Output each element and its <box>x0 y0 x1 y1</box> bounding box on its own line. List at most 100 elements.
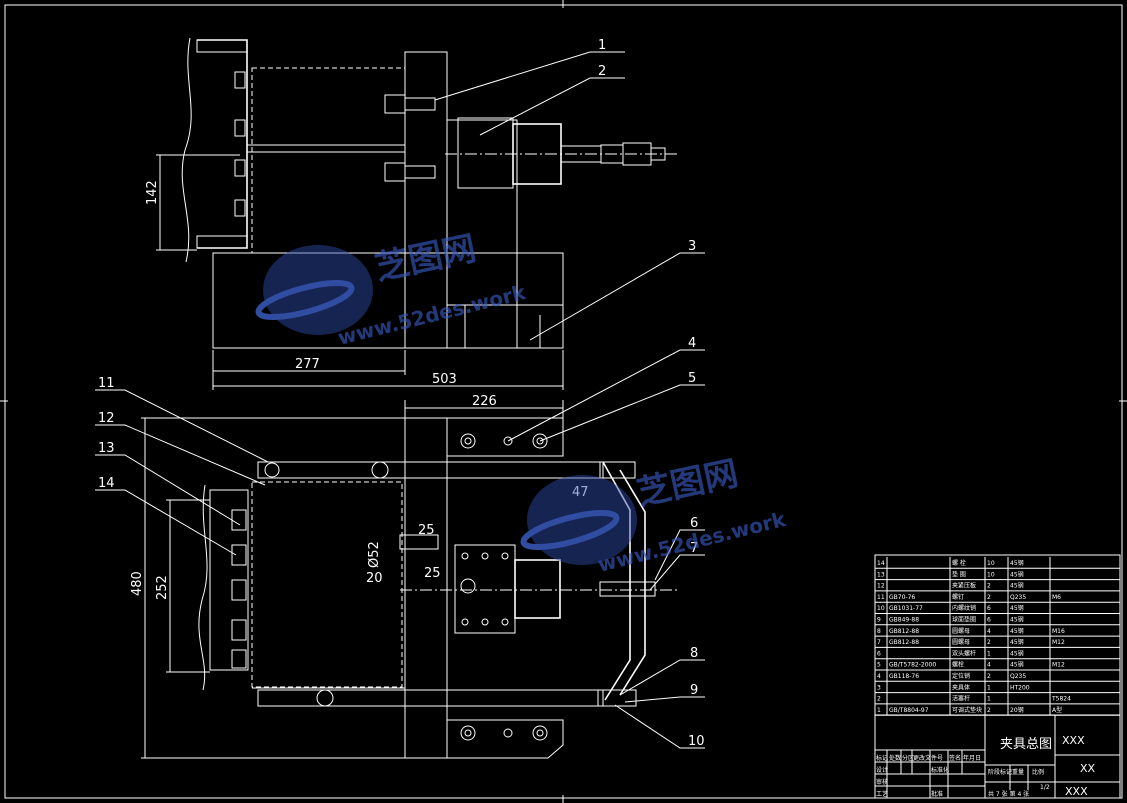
bom-cell-qty: 2 <box>987 639 991 646</box>
bom-cell-note: M16 <box>1052 628 1065 635</box>
bom-cell-qty: 10 <box>987 560 995 567</box>
bom-cell-name: 螺 栓 <box>952 559 966 567</box>
balloon-5: 5 <box>539 371 705 442</box>
role-review: 审核 <box>876 778 888 786</box>
bom-cell-name: 夹具体 <box>952 683 970 691</box>
weight-label: 重量 <box>1012 768 1024 776</box>
role-design: 设计 <box>876 766 888 774</box>
bom-cell-note: M6 <box>1052 594 1061 601</box>
bom-cell-qty: 2 <box>987 673 991 680</box>
svg-text:13: 13 <box>98 441 115 456</box>
bom-cell-material: 45钢 <box>1010 616 1024 624</box>
bom-cell-name: 圆螺母 <box>952 627 970 635</box>
bom-cell-note: M12 <box>1052 639 1065 646</box>
bom-cell-no: 13 <box>877 571 885 578</box>
svg-text:10: 10 <box>688 734 705 749</box>
balloon-6: 6 <box>654 516 705 581</box>
rev-label-doc: 更改文件号 <box>913 754 943 762</box>
bom-cell-no: 9 <box>877 617 881 624</box>
bom-cell-material: 45钢 <box>1010 661 1024 669</box>
bom-cell-qty: 2 <box>987 594 991 601</box>
rev-label-count: 处数 <box>889 754 901 762</box>
bom-cell-name: 夹紧压板 <box>952 582 976 590</box>
bom-cell-code: GB849-88 <box>889 617 919 624</box>
bom-cell-name: 双头螺杆 <box>952 649 976 657</box>
svg-text:6: 6 <box>690 516 698 531</box>
bom-cell-code: GB70-76 <box>889 594 915 601</box>
balloon-8: 8 <box>619 646 705 696</box>
dim-252: 252 <box>155 575 170 600</box>
drawing-code-top: XXX <box>1062 734 1085 747</box>
bom-cell-qty: 1 <box>987 696 991 703</box>
watermark-logo-1: 芝图网 www.52des.work <box>255 228 529 350</box>
bom-cell-no: 12 <box>877 583 885 590</box>
bom-cell-no: 3 <box>877 684 881 691</box>
bom-cell-qty: 2 <box>987 707 991 714</box>
bom-cell-note: T5824 <box>1051 696 1071 703</box>
bom-cell-material: 45钢 <box>1010 582 1024 590</box>
svg-text:7: 7 <box>690 541 698 556</box>
dim-phi52: Ø52 <box>367 541 382 568</box>
bom-cell-material: Q235 <box>1010 594 1026 601</box>
bom-cell-name: 垫 圈 <box>952 570 966 578</box>
bom-cell-name: 内螺纹销 <box>952 604 976 612</box>
dim-25a: 25 <box>418 523 435 538</box>
bom-cell-note: A型 <box>1052 706 1062 714</box>
dim-277: 277 <box>295 357 320 372</box>
bom-cell-name: 活塞杆 <box>952 695 970 703</box>
bom-cell-material: 45钢 <box>1010 638 1024 646</box>
bom-cell-no: 6 <box>877 650 881 657</box>
dim-503: 503 <box>432 372 457 387</box>
svg-text:5: 5 <box>688 371 696 386</box>
bom-cell-material: HT200 <box>1010 684 1030 691</box>
watermark-logo-2: 芝图网 www.52des.work <box>520 453 789 577</box>
svg-text:芝图网: 芝图网 <box>634 453 742 513</box>
front-view: 142 277 503 <box>145 37 680 390</box>
bom-cell-name: 可调式垫块 <box>952 706 982 714</box>
bom-cell-no: 14 <box>877 560 885 567</box>
bom-cell-qty: 6 <box>987 617 991 624</box>
bom-cell-material: 45钢 <box>1010 604 1024 612</box>
balloon-9: 9 <box>624 683 705 703</box>
svg-text:11: 11 <box>98 376 115 391</box>
balloon-3: 3 <box>529 239 705 341</box>
bom-cell-material: Q235 <box>1010 673 1026 680</box>
bom-cell-code: GB/T5782-2000 <box>889 662 936 669</box>
bom-cell-qty: 6 <box>987 605 991 612</box>
svg-text:12: 12 <box>98 411 115 426</box>
bom-cell-no: 10 <box>877 605 885 612</box>
bom-cell-name: 螺钉 <box>952 593 964 601</box>
bom-cell-no: 8 <box>877 628 881 635</box>
bom-cell-material: 45钢 <box>1010 649 1024 657</box>
drawing-code-mid: XX <box>1080 762 1096 775</box>
svg-text:14: 14 <box>98 476 115 491</box>
drawing-code-bottom: XXX <box>1065 785 1088 798</box>
svg-text:2: 2 <box>598 64 606 79</box>
bom-cell-name: 螺栓 <box>952 661 964 669</box>
scale-label: 比例 <box>1032 768 1044 776</box>
dim-47: 47 <box>572 485 589 500</box>
bom-cell-name: 圆螺母 <box>952 638 970 646</box>
bom-cell-no: 1 <box>877 707 881 714</box>
bom-cell-code: GB812-88 <box>889 639 919 646</box>
svg-text:芝图网: 芝图网 <box>372 228 480 288</box>
bom-cell-qty: 4 <box>987 628 991 635</box>
bom-cell-code: GB118-76 <box>889 673 919 680</box>
svg-text:3: 3 <box>688 239 696 254</box>
role-standard: 标准化 <box>931 766 949 774</box>
balloon-13: 13 <box>95 441 241 526</box>
bom-cell-name: 球面垫圈 <box>952 616 976 624</box>
role-approve: 批准 <box>931 790 943 798</box>
bom-cell-code: GB812-88 <box>889 628 919 635</box>
bom-cell-note: M12 <box>1052 662 1065 669</box>
bom-cell-qty: 10 <box>987 571 995 578</box>
dim-480: 480 <box>130 571 145 596</box>
dim-25b: 25 <box>424 566 441 581</box>
bom-cell-qty: 1 <box>987 650 991 657</box>
balloon-11: 11 <box>95 376 269 463</box>
bom-cell-no: 11 <box>877 594 885 601</box>
rev-label-sign: 签名 <box>949 754 961 762</box>
